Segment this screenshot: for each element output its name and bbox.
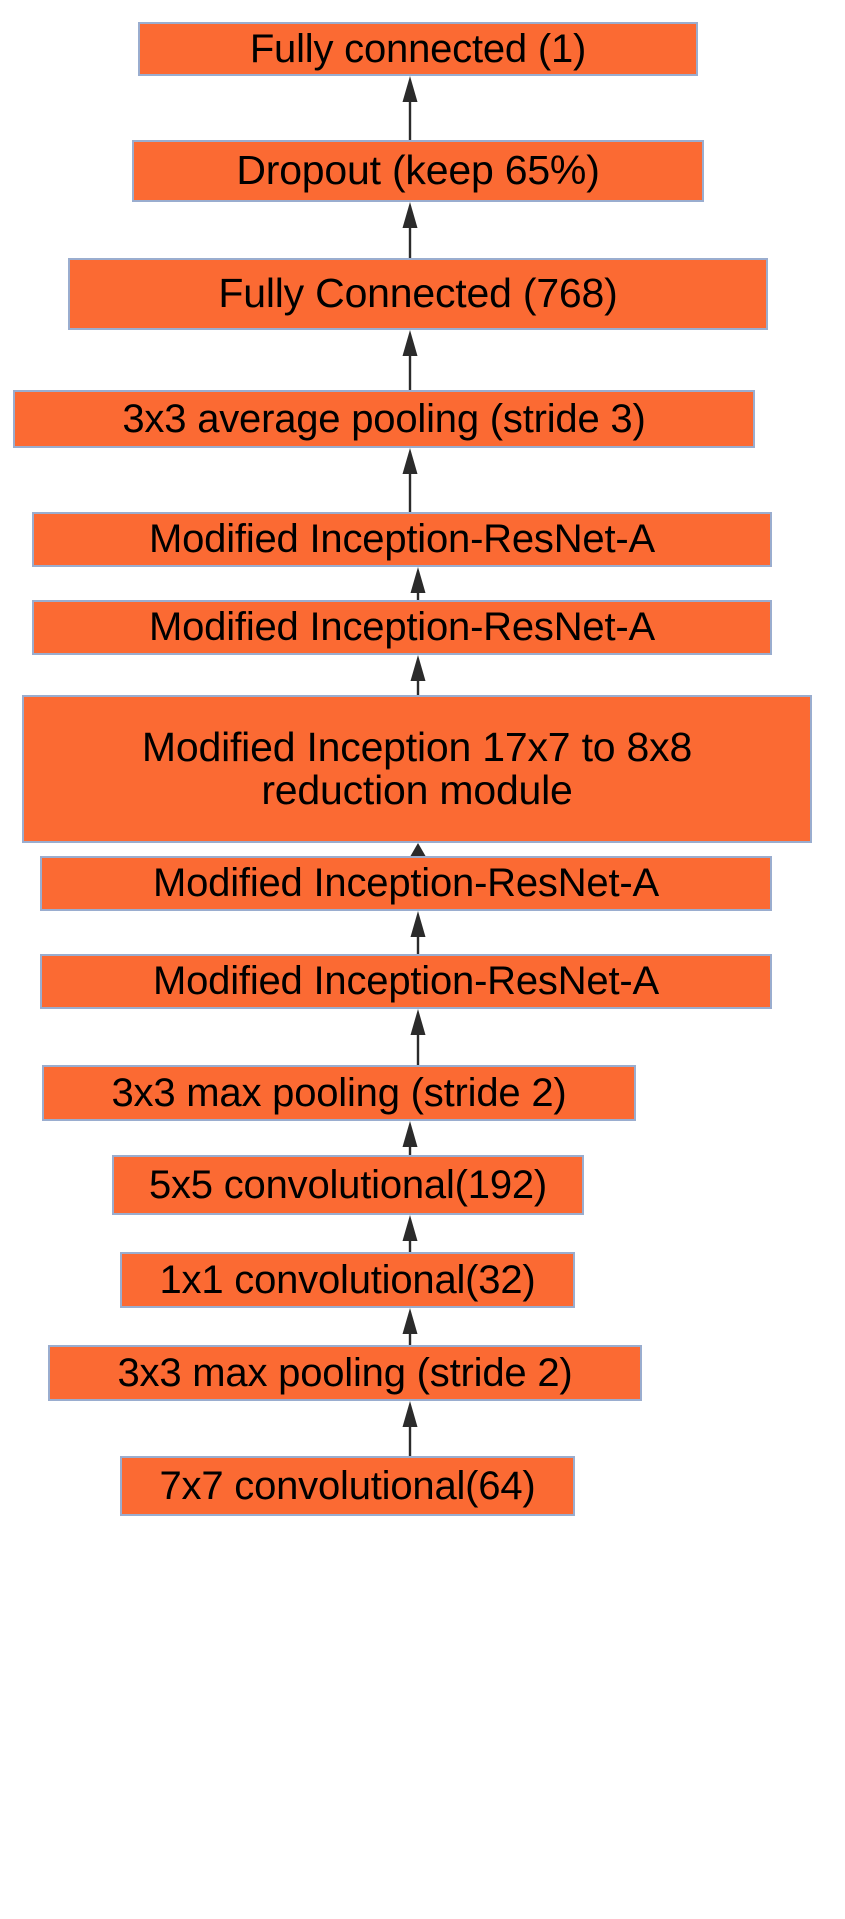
- flow-arrow: [398, 330, 422, 390]
- flow-arrow: [398, 1308, 422, 1345]
- layer-node-fully-connected-768: Fully Connected (768): [68, 258, 768, 330]
- flow-arrow: [398, 76, 422, 140]
- flow-arrow: [398, 1121, 422, 1155]
- layer-node-inception-resnet-a-1: Modified Inception-ResNet-A: [40, 954, 772, 1009]
- flow-arrow: [406, 655, 430, 695]
- layer-node-inception-resnet-a-3: Modified Inception-ResNet-A: [32, 600, 772, 655]
- flow-arrow: [398, 1215, 422, 1252]
- layer-node-conv-5x5-192: 5x5 convolutional(192): [112, 1155, 584, 1215]
- flow-arrow: [398, 1401, 422, 1456]
- layer-node-conv-1x1-32: 1x1 convolutional(32): [120, 1252, 575, 1308]
- layer-node-fully-connected-1: Fully connected (1): [138, 22, 698, 76]
- layer-node-max-pool-3x3-lower: 3x3 max pooling (stride 2): [48, 1345, 642, 1401]
- layer-node-max-pool-3x3-upper: 3x3 max pooling (stride 2): [42, 1065, 636, 1121]
- flow-arrow: [406, 843, 430, 856]
- layer-node-reduction-module: Modified Inception 17x7 to 8x8 reduction…: [22, 695, 812, 843]
- layer-node-inception-resnet-a-2: Modified Inception-ResNet-A: [40, 856, 772, 911]
- layer-node-conv-7x7-64: 7x7 convolutional(64): [120, 1456, 575, 1516]
- flow-arrow: [406, 567, 430, 600]
- flow-arrow: [398, 448, 422, 512]
- flow-arrow: [406, 911, 430, 954]
- layer-node-avg-pool-3x3: 3x3 average pooling (stride 3): [13, 390, 755, 448]
- flow-arrow: [406, 1009, 430, 1065]
- layer-node-inception-resnet-a-4: Modified Inception-ResNet-A: [32, 512, 772, 567]
- layer-node-dropout: Dropout (keep 65%): [132, 140, 704, 202]
- flow-arrow: [398, 202, 422, 258]
